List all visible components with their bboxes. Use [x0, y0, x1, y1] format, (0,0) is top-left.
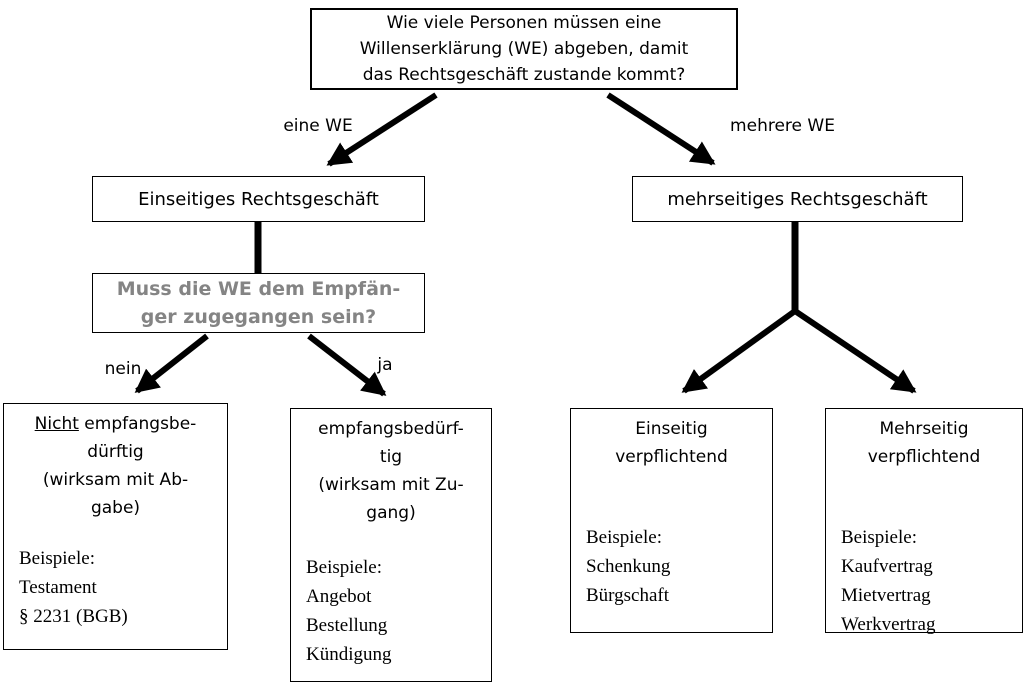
- receipt-question-line: Muss die WE dem Empfän-: [116, 278, 401, 300]
- example-item: Schenkung: [586, 556, 671, 577]
- branch-label-eine-we: eine WE: [283, 116, 353, 136]
- edge-eine-we-arrow: [326, 92, 438, 167]
- unilateral-transaction-label: Einseitiges Rechtsgeschäft: [138, 188, 379, 210]
- example-item: Mietvertrag: [841, 585, 931, 606]
- example-item: Kündigung: [306, 644, 392, 665]
- examples-heading: Beispiele:: [19, 548, 95, 569]
- example-item: § 2231 (BGB): [19, 606, 128, 627]
- root-question-line: das Rechtsgeschäft zustande kommt?: [362, 65, 686, 85]
- leaf-receipt-required: empfangsbedürf- tig (wirksam mit Zu- gan…: [290, 408, 492, 682]
- unilateral-transaction-box: Einseitiges Rechtsgeschäft: [92, 176, 425, 222]
- edge-nein-arrow: [134, 333, 209, 394]
- underlined-word: Nicht: [34, 414, 79, 434]
- edge-mehrseitig-verpflichtend-arrow: [793, 308, 917, 394]
- root-question-line: Willenserklärung (WE) abgeben, damit: [359, 39, 689, 59]
- examples-list: Beispiele: Kaufvertrag Mietvertrag Werkv…: [826, 523, 1022, 639]
- leaf-title: Einseitig verpflichtend: [615, 419, 728, 467]
- leaf-multilaterally-binding: Mehrseitig verpflichtend Beispiele: Kauf…: [825, 408, 1023, 635]
- example-item: Werkvertrag: [841, 614, 936, 635]
- example-item: Kaufvertrag: [841, 556, 933, 577]
- answer-label-ja: ja: [377, 355, 393, 375]
- examples-list: Beispiele: Schenkung Bürgschaft: [571, 523, 772, 610]
- leaf-unilaterally-binding: Einseitig verpflichtend Beispiele: Schen…: [570, 408, 773, 633]
- examples-list: Beispiele: Testament § 2231 (BGB): [4, 544, 227, 631]
- branch-label-mehrere-we: mehrere WE: [730, 116, 835, 136]
- examples-list: Beispiele: Angebot Bestellung Kündigung: [291, 553, 491, 669]
- multilateral-transaction-label: mehrseitiges Rechtsgeschäft: [667, 188, 928, 210]
- examples-heading: Beispiele:: [306, 557, 382, 578]
- examples-heading: Beispiele:: [586, 527, 662, 548]
- edge-einseitig-verpflichtend-arrow: [681, 308, 797, 394]
- example-item: Angebot: [306, 586, 372, 607]
- edge-mehrere-we-arrow: [606, 92, 716, 166]
- multilateral-transaction-box: mehrseitiges Rechtsgeschäft: [632, 176, 963, 222]
- leaf-title: Mehrseitig verpflichtend: [867, 419, 981, 467]
- leaf-not-receipt-required: Nicht empfangsbe- dürftig (wirksam mit A…: [3, 403, 228, 650]
- receipt-question-line: ger zugegangen sein?: [140, 306, 377, 328]
- answer-label-nein: nein: [104, 359, 142, 379]
- examples-heading: Beispiele:: [841, 527, 917, 548]
- leaf-title: empfangsbedürf- tig (wirksam mit Zu- gan…: [318, 419, 464, 523]
- example-item: Testament: [19, 577, 97, 598]
- receipt-question-box: Muss die WE dem Empfän- ger zugegangen s…: [92, 273, 425, 333]
- root-question-line: Wie viele Personen müssen eine: [386, 13, 662, 33]
- example-item: Bürgschaft: [586, 585, 670, 606]
- edge-ja-arrow: [307, 333, 387, 397]
- root-question-box: Wie viele Personen müssen eine Willenser…: [310, 8, 738, 90]
- example-item: Bestellung: [306, 615, 388, 636]
- leaf-title: Nicht empfangsbe- dürftig (wirksam mit A…: [34, 414, 197, 518]
